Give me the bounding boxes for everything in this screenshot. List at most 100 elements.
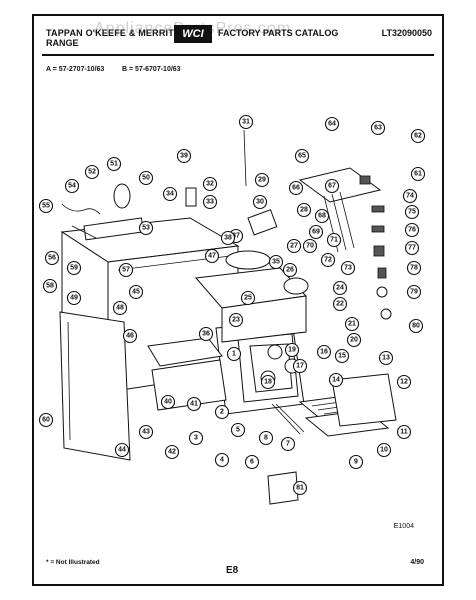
callout-15: 15 <box>334 348 350 364</box>
callout-6: 6 <box>244 454 260 470</box>
svg-text:27: 27 <box>290 243 298 250</box>
svg-text:21: 21 <box>348 321 356 328</box>
model-a: A = 57-2707-10/63 <box>46 66 105 73</box>
callout-20: 20 <box>346 332 362 348</box>
svg-text:70: 70 <box>306 243 314 250</box>
svg-text:73: 73 <box>344 265 352 272</box>
callout-62: 62 <box>410 128 426 144</box>
svg-text:81: 81 <box>296 485 304 492</box>
svg-text:2: 2 <box>220 409 224 416</box>
svg-text:54: 54 <box>68 183 76 190</box>
callout-35: 35 <box>268 254 284 270</box>
callout-45: 45 <box>128 284 144 300</box>
callout-50: 50 <box>138 170 154 186</box>
svg-text:69: 69 <box>312 229 320 236</box>
callout-10: 10 <box>376 442 392 458</box>
callout-41: 41 <box>186 396 202 412</box>
svg-text:55: 55 <box>42 203 50 210</box>
burner-tubes <box>225 209 309 295</box>
callout-49: 49 <box>66 290 82 306</box>
svg-text:37: 37 <box>232 233 240 240</box>
svg-text:43: 43 <box>142 429 150 436</box>
svg-text:32: 32 <box>206 181 214 188</box>
callout-14: 14 <box>328 372 344 388</box>
svg-text:7: 7 <box>286 441 290 448</box>
svg-text:40: 40 <box>164 399 172 406</box>
header-divider <box>42 54 434 56</box>
callout-72: 72 <box>320 252 336 268</box>
svg-text:26: 26 <box>286 267 294 274</box>
callout-39: 39 <box>176 148 192 164</box>
model-b: B = 57-6707-10/63 <box>122 66 181 73</box>
callout-63: 63 <box>370 120 386 136</box>
callout-18: 18 <box>260 374 276 390</box>
burner-valve-assembly <box>298 167 392 320</box>
svg-text:59: 59 <box>70 265 78 272</box>
callout-76: 76 <box>404 222 420 238</box>
callout-48: 48 <box>112 300 128 316</box>
svg-text:39: 39 <box>180 153 188 160</box>
svg-text:38: 38 <box>224 235 232 242</box>
svg-text:62: 62 <box>414 133 422 140</box>
svg-text:67: 67 <box>328 183 336 190</box>
svg-text:8: 8 <box>264 435 268 442</box>
svg-text:24: 24 <box>336 285 344 292</box>
callout-70: 70 <box>302 238 318 254</box>
callout-27: 27 <box>286 238 302 254</box>
brand-name: TAPPAN O'KEEFE & MERRITT <box>46 28 180 38</box>
svg-text:64: 64 <box>328 121 336 128</box>
svg-text:33: 33 <box>206 199 214 206</box>
svg-text:79: 79 <box>410 289 418 296</box>
svg-text:61: 61 <box>414 171 422 178</box>
callout-51: 51 <box>106 156 122 172</box>
misc-hardware <box>61 129 305 505</box>
callout-11: 11 <box>396 424 412 440</box>
callout-30: 30 <box>252 194 268 210</box>
callout-74: 74 <box>402 188 418 204</box>
svg-text:25: 25 <box>244 295 252 302</box>
callout-13: 13 <box>378 350 394 366</box>
callout-55: 55 <box>38 198 54 214</box>
callout-9: 9 <box>348 454 364 470</box>
callout-1: 1 <box>226 346 242 362</box>
svg-text:15: 15 <box>338 353 346 360</box>
callout-81: 81 <box>292 480 308 496</box>
callout-80: 80 <box>408 318 424 334</box>
svg-text:77: 77 <box>408 245 416 252</box>
svg-text:45: 45 <box>132 289 140 296</box>
callout-42: 42 <box>164 444 180 460</box>
svg-text:44: 44 <box>118 447 126 454</box>
callout-69: 69 <box>308 224 324 240</box>
svg-text:5: 5 <box>236 427 240 434</box>
diagram-code: E1004 <box>393 523 414 530</box>
product-type: RANGE <box>46 38 79 48</box>
svg-text:78: 78 <box>410 265 418 272</box>
callout-25: 25 <box>240 290 256 306</box>
callout-4: 4 <box>214 452 230 468</box>
revision-date: 4/90 <box>410 559 424 566</box>
svg-text:18: 18 <box>264 379 272 386</box>
svg-text:31: 31 <box>242 119 250 126</box>
svg-text:28: 28 <box>300 207 308 214</box>
callout-40: 40 <box>160 394 176 410</box>
callout-44: 44 <box>114 442 130 458</box>
callout-58: 58 <box>42 278 58 294</box>
svg-text:23: 23 <box>232 317 240 324</box>
callouts: 1 2 3 4 5 6 7 8 9 10 11 12 13 14 15 16 1… <box>38 114 426 496</box>
callout-46: 46 <box>122 328 138 344</box>
svg-text:19: 19 <box>288 347 296 354</box>
svg-text:13: 13 <box>382 355 390 362</box>
callout-32: 32 <box>202 176 218 192</box>
svg-text:42: 42 <box>168 449 176 456</box>
drawer-pan <box>147 337 227 411</box>
callout-36: 36 <box>198 326 214 342</box>
svg-text:9: 9 <box>354 459 358 466</box>
svg-text:57: 57 <box>122 267 130 274</box>
callout-47: 47 <box>204 248 220 264</box>
svg-text:14: 14 <box>332 377 340 384</box>
svg-text:46: 46 <box>126 333 134 340</box>
callout-34: 34 <box>162 186 178 202</box>
callout-61: 61 <box>410 166 426 182</box>
callout-21: 21 <box>344 316 360 332</box>
